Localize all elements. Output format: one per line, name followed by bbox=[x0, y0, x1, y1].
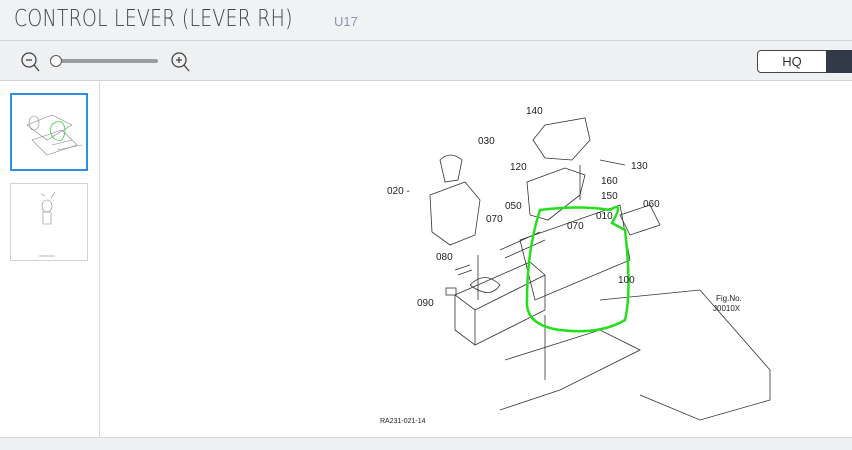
zoom-slider-track bbox=[56, 59, 158, 63]
horizontal-scrollbar[interactable] bbox=[0, 437, 852, 450]
callout-010[interactable]: 010 bbox=[596, 211, 613, 222]
callout-150[interactable]: 150 bbox=[601, 191, 618, 202]
hq-toggle-button[interactable]: HQ bbox=[757, 50, 827, 73]
diagram-thumbnail bbox=[39, 191, 56, 257]
cover-part bbox=[619, 204, 661, 236]
zoom-out-icon bbox=[21, 52, 40, 72]
zoom-out-button[interactable] bbox=[19, 51, 41, 73]
callout-030[interactable]: 030 bbox=[478, 136, 495, 147]
page-title: CONTROL LEVER (LEVER RH) bbox=[14, 6, 293, 32]
lever-boot bbox=[429, 181, 481, 246]
callout-050[interactable]: 050 bbox=[505, 201, 522, 212]
fig-no-value[interactable]: J0010X bbox=[713, 304, 741, 313]
toolbar: HQ bbox=[0, 41, 852, 81]
callout-020[interactable]: 020 - bbox=[387, 186, 410, 197]
thumbnail-page-2[interactable] bbox=[10, 183, 88, 261]
model-badge: U17 bbox=[334, 14, 358, 29]
callout-140[interactable]: 140 bbox=[526, 106, 543, 117]
callout-160[interactable]: 160 bbox=[601, 176, 618, 187]
reference-code: RA231-021-14 bbox=[380, 418, 426, 425]
parts-diagram: 140 030 120 130 020 - 160 150 050 060 07… bbox=[380, 106, 771, 425]
thumbnail-page-1[interactable] bbox=[10, 93, 88, 171]
highlight-circle bbox=[525, 205, 630, 333]
callout-120[interactable]: 120 bbox=[510, 162, 527, 173]
zoom-slider-handle[interactable] bbox=[50, 55, 62, 67]
callout-080[interactable]: 080 bbox=[436, 252, 453, 263]
view-toggle-button[interactable] bbox=[826, 50, 852, 73]
callout-070-right[interactable]: 070 bbox=[567, 221, 584, 232]
zoom-in-button[interactable] bbox=[169, 51, 191, 73]
fig-no-label: Fig.No. bbox=[716, 294, 742, 303]
joystick-base bbox=[469, 277, 501, 293]
diagram-thumbnail bbox=[26, 114, 83, 156]
callout-090[interactable]: 090 bbox=[417, 298, 434, 309]
lever-knob bbox=[439, 154, 463, 183]
callout-070-left[interactable]: 070 bbox=[486, 214, 503, 225]
armrest-part bbox=[532, 117, 591, 161]
callout-060[interactable]: 060 bbox=[643, 199, 660, 210]
zoom-slider[interactable] bbox=[50, 55, 160, 67]
thumbnail-panel bbox=[0, 82, 100, 437]
floor-frame bbox=[599, 289, 771, 421]
zoom-in-icon bbox=[171, 52, 190, 72]
title-bar: CONTROL LEVER (LEVER RH) U17 bbox=[0, 0, 852, 41]
callout-100[interactable]: 100 bbox=[618, 275, 635, 286]
diagram-viewer[interactable]: 140 030 120 130 020 - 160 150 050 060 07… bbox=[101, 82, 852, 437]
armrest-bracket bbox=[526, 167, 586, 221]
callout-130[interactable]: 130 bbox=[631, 161, 648, 172]
